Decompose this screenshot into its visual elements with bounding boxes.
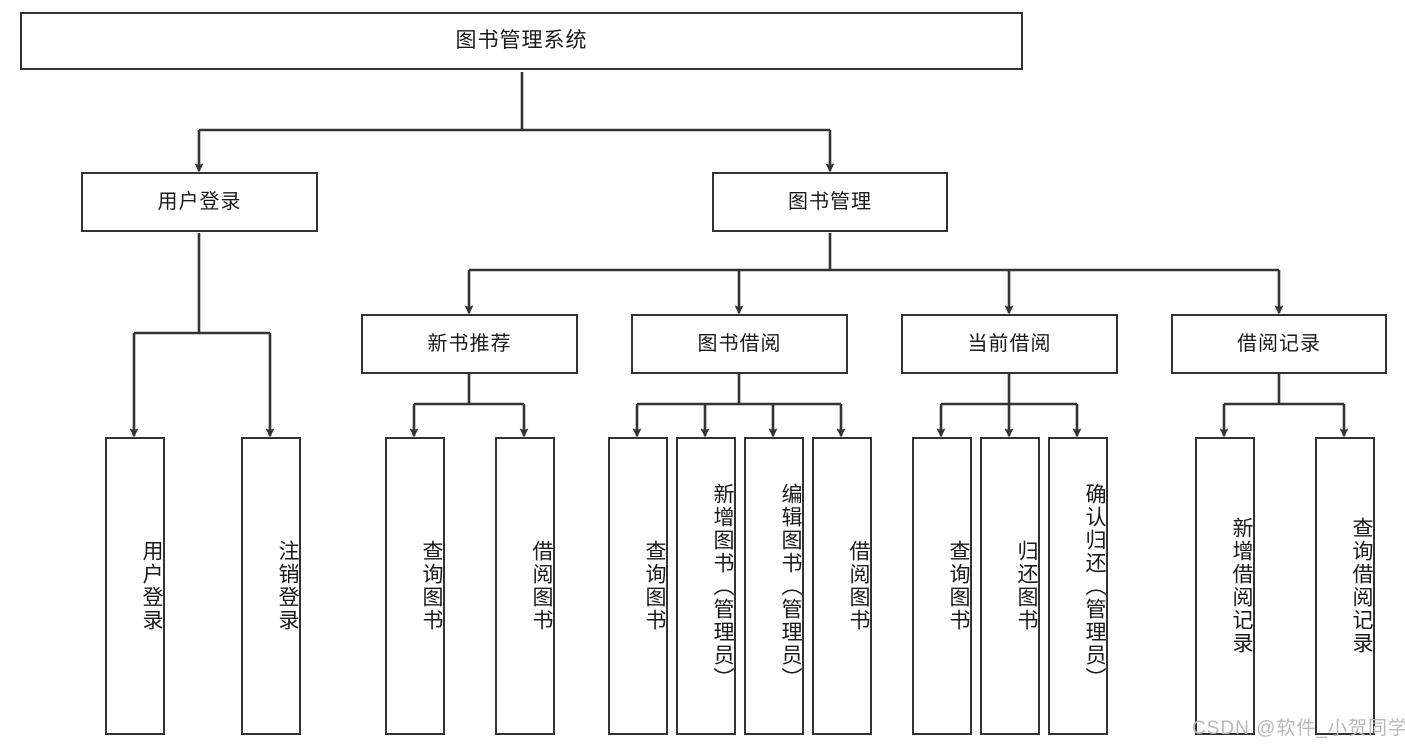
node-book-borrow[interactable]: 图书借阅 xyxy=(631,314,848,374)
leaf-borrow-book-recommend[interactable]: 借阅图书 xyxy=(495,437,555,735)
leaf-label: 确认归还（管理员） xyxy=(1083,482,1106,690)
leaf-query-book-borrow[interactable]: 查询图书 xyxy=(608,437,668,735)
leaf-label: 查询借阅记录 xyxy=(1350,517,1373,655)
leaf-add-borrow-record[interactable]: 新增借阅记录 xyxy=(1195,437,1255,735)
leaf-label: 新增借阅记录 xyxy=(1230,517,1253,655)
leaf-borrow-book[interactable]: 借阅图书 xyxy=(812,437,872,735)
node-current-borrow[interactable]: 当前借阅 xyxy=(901,314,1118,374)
leaf-label: 借阅图书 xyxy=(847,540,870,632)
leaf-label: 查询图书 xyxy=(643,540,666,632)
leaf-label: 编辑图书（管理员） xyxy=(779,482,802,690)
leaf-label: 新增图书（管理员） xyxy=(711,482,734,690)
leaf-label: 用户登录 xyxy=(140,540,163,632)
leaf-label: 注销登录 xyxy=(276,540,299,632)
leaf-query-book-current[interactable]: 查询图书 xyxy=(912,437,972,735)
leaf-confirm-return-admin[interactable]: 确认归还（管理员） xyxy=(1048,437,1108,735)
leaf-label: 查询图书 xyxy=(947,540,970,632)
leaf-label: 借阅图书 xyxy=(530,540,553,632)
node-new-book-recommend[interactable]: 新书推荐 xyxy=(361,314,578,374)
leaf-query-borrow-record[interactable]: 查询借阅记录 xyxy=(1315,437,1375,735)
leaf-add-book-admin[interactable]: 新增图书（管理员） xyxy=(676,437,736,735)
leaf-edit-book-admin[interactable]: 编辑图书（管理员） xyxy=(744,437,804,735)
leaf-user-login[interactable]: 用户登录 xyxy=(105,437,165,735)
leaf-query-book-recommend[interactable]: 查询图书 xyxy=(385,437,445,735)
leaf-label: 归还图书 xyxy=(1015,540,1038,632)
leaf-label: 查询图书 xyxy=(420,540,443,632)
node-root-system[interactable]: 图书管理系统 xyxy=(20,12,1023,70)
leaf-logout-login[interactable]: 注销登录 xyxy=(241,437,301,735)
node-borrow-record[interactable]: 借阅记录 xyxy=(1171,314,1387,374)
node-book-management[interactable]: 图书管理 xyxy=(712,172,948,232)
leaf-return-book[interactable]: 归还图书 xyxy=(980,437,1040,735)
csdn-watermark: CSDN @软件_小贺同学 xyxy=(1192,718,1405,739)
node-user-login[interactable]: 用户登录 xyxy=(81,172,318,232)
